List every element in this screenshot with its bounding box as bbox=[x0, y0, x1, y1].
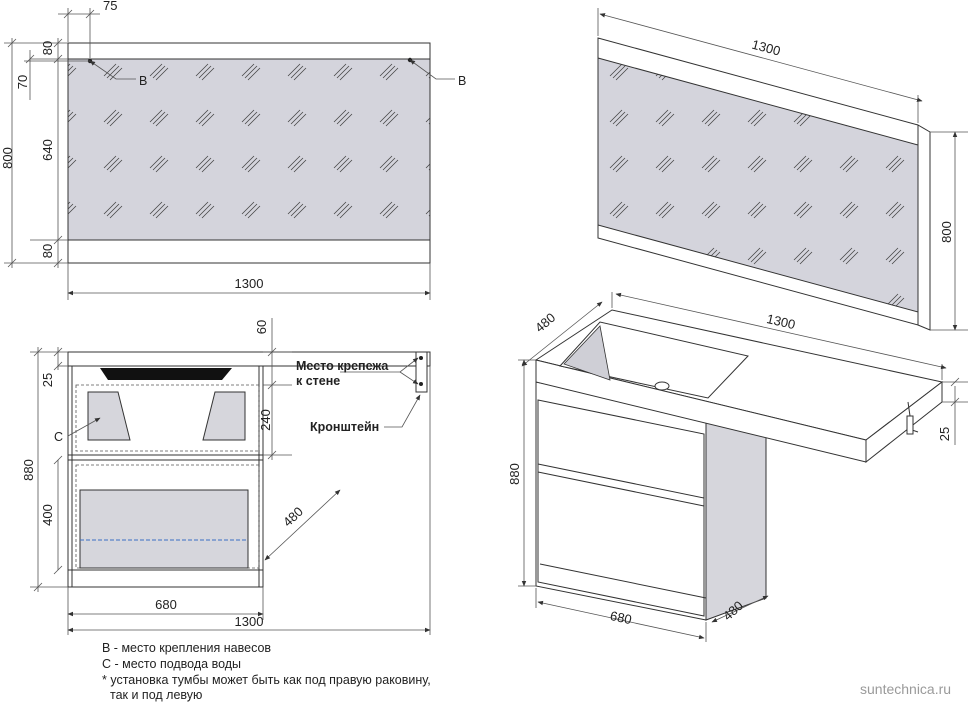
legend-c: C - место подвода воды bbox=[102, 657, 241, 671]
mirror-glass bbox=[67, 58, 431, 241]
dim-800-mirror-iso: 800 bbox=[939, 221, 954, 243]
mirror-iso-view: 1300 800 bbox=[597, 8, 968, 331]
cabinet-front-view: C Место крепежа к стене Кронштейн 25 880… bbox=[21, 318, 431, 635]
legend-note1: * установка тумбы может быть как под пра… bbox=[102, 673, 431, 687]
dim-1300-front: 1300 bbox=[235, 614, 264, 629]
sink-basin-front bbox=[100, 368, 232, 380]
dim-480-iso-top: 480 bbox=[532, 310, 558, 335]
legend-b: B - место крепления навесов bbox=[102, 641, 271, 655]
watermark: suntechnica.ru bbox=[860, 681, 951, 697]
legend: B - место крепления навесов C - место по… bbox=[102, 641, 431, 702]
cutout-left bbox=[87, 391, 131, 441]
cabinet-iso-view: 480 1300 25 880 680 480 bbox=[507, 292, 968, 642]
cabinet-iso-side bbox=[705, 415, 767, 621]
lower-drawer-panel bbox=[79, 489, 249, 569]
dim-680-iso: 680 bbox=[609, 608, 633, 627]
label-c: C bbox=[54, 430, 63, 444]
mirror-front-view: B B 75 800 80 70 640 80 1300 bbox=[0, 0, 466, 300]
dim-25-front: 25 bbox=[40, 373, 55, 387]
dim-400-front: 400 bbox=[40, 504, 55, 526]
dim-800-left: 800 bbox=[0, 147, 15, 169]
dim-60: 60 bbox=[254, 320, 269, 334]
mirror-iso-side bbox=[917, 124, 931, 331]
dim-1300-iso: 1300 bbox=[765, 311, 797, 332]
dim-880-iso: 880 bbox=[507, 463, 522, 485]
dim-75: 75 bbox=[103, 0, 117, 13]
dim-640: 640 bbox=[40, 139, 55, 161]
dim-1300-mirror-iso: 1300 bbox=[750, 37, 782, 59]
dim-680-front: 680 bbox=[155, 597, 177, 612]
callout-mount-line2: к стене bbox=[296, 374, 340, 388]
callout-bracket: Кронштейн bbox=[310, 420, 379, 434]
legend-note2: так и под левую bbox=[110, 688, 202, 702]
callout-mount-line1: Место крепежа bbox=[296, 359, 389, 373]
dim-240: 240 bbox=[258, 409, 273, 431]
dim-70: 70 bbox=[15, 75, 30, 89]
cutout-right bbox=[202, 391, 246, 441]
label-b-left: B bbox=[139, 74, 147, 88]
dim-880-front: 880 bbox=[21, 459, 36, 481]
wall-bracket bbox=[415, 351, 428, 393]
label-b-right: B bbox=[458, 74, 466, 88]
dim-80-bottom: 80 bbox=[40, 244, 55, 258]
dim-25-iso: 25 bbox=[937, 427, 952, 441]
dim-80-top: 80 bbox=[40, 41, 55, 55]
dim-1300-mirror: 1300 bbox=[235, 276, 264, 291]
